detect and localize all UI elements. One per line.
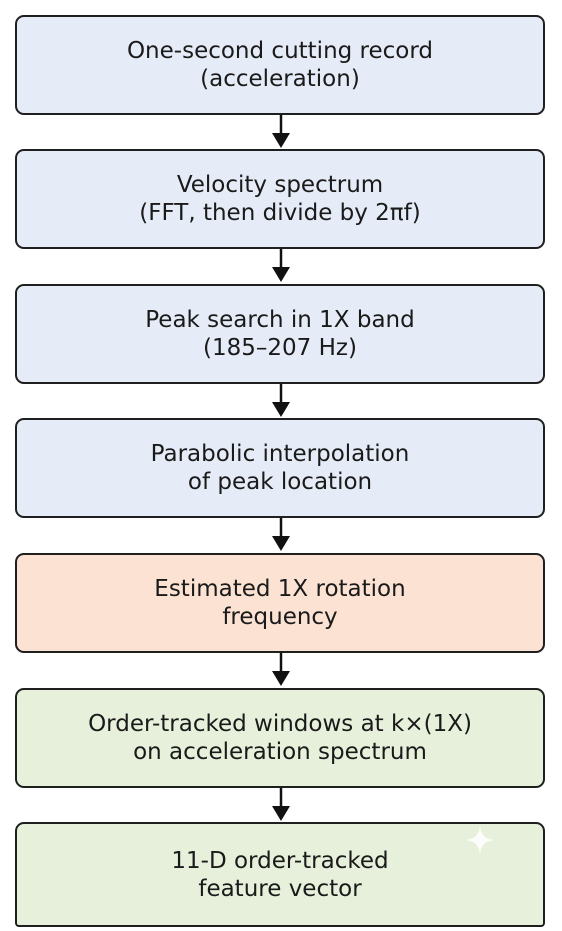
step-box-velocity-spectrum: Velocity spectrum (FFT, then divide by 2… — [15, 149, 545, 249]
step-label-line1: Peak search in 1X band — [145, 307, 415, 333]
step-label-line1: Velocity spectrum — [176, 172, 384, 198]
step-label-line1: One-second cutting record — [126, 38, 434, 64]
step-label-line1: 11-D order-tracked — [171, 847, 389, 874]
down-arrow-icon — [272, 653, 290, 686]
down-arrow-icon — [272, 518, 290, 551]
down-arrow-icon — [272, 788, 290, 821]
step-box-estimated-frequency: Estimated 1X rotation frequency — [15, 553, 545, 653]
step-label-line2: (acceleration) — [200, 66, 360, 92]
step-box-peak-search: Peak search in 1X band (185–207 Hz) — [15, 284, 545, 384]
step-label-line2: on acceleration spectrum — [133, 739, 427, 765]
step-label-line1: Order-tracked windows at k×(1X) — [88, 711, 472, 737]
sparkle-icon — [465, 825, 495, 855]
step-label-line2: feature vector — [198, 875, 362, 902]
step-box-parabolic-interpolation: Parabolic interpolation of peak location — [15, 418, 545, 518]
down-arrow-icon — [272, 249, 290, 282]
step-label-line2: (185–207 Hz) — [203, 335, 357, 361]
step-box-order-tracked-windows: Order-tracked windows at k×(1X) on accel… — [15, 688, 545, 788]
step-label-line1: Parabolic interpolation — [150, 441, 410, 467]
down-arrow-icon — [272, 384, 290, 417]
step-label-line2: frequency — [222, 604, 338, 630]
step-box-record: One-second cutting record (acceleration) — [15, 15, 545, 115]
down-arrow-icon — [272, 115, 290, 148]
step-label-line2: of peak location — [187, 469, 373, 495]
step-box-feature-vector: 11-D order-tracked feature vector — [15, 822, 545, 927]
step-label-line2: (FFT, then divide by 2πf) — [139, 200, 421, 226]
step-label-line1: Estimated 1X rotation — [154, 576, 406, 602]
